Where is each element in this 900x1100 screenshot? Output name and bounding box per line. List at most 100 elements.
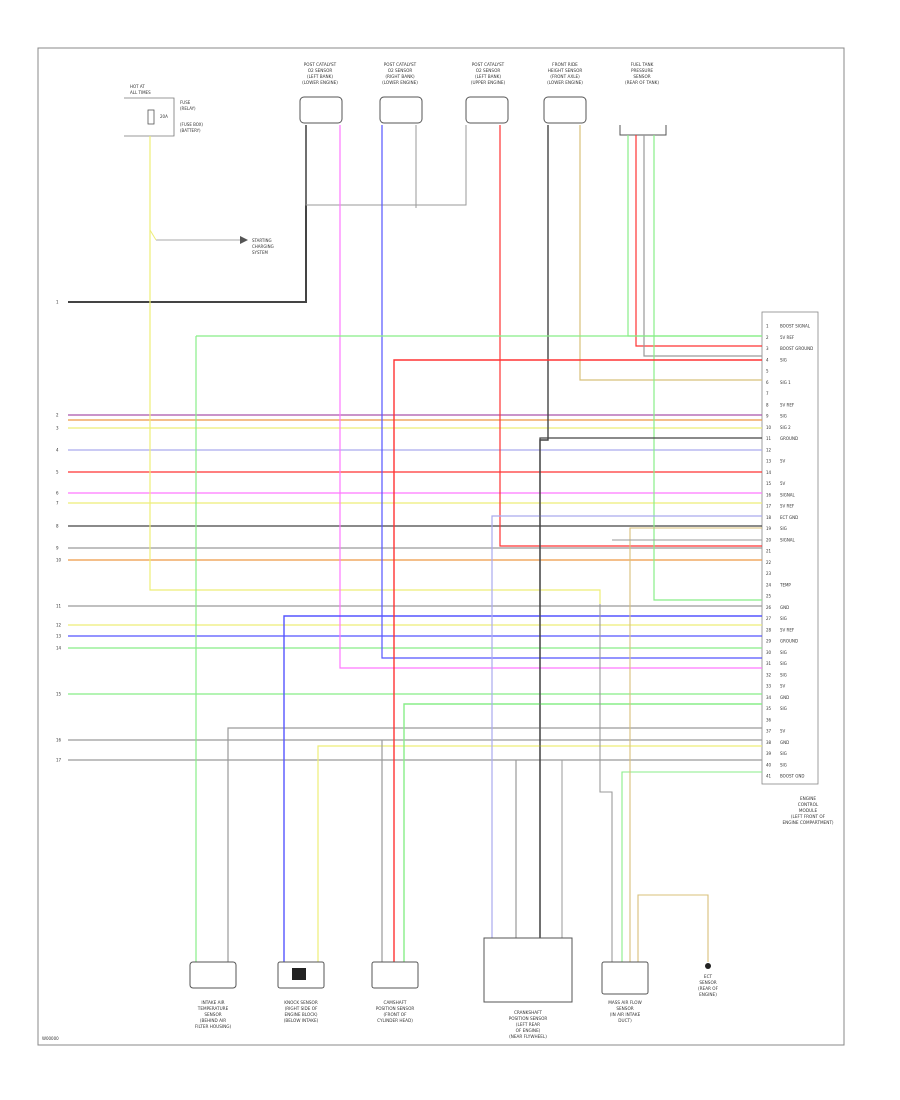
sensor-wire <box>403 703 762 962</box>
ecm-terminal-label: BOOST GND <box>780 774 804 779</box>
left-pin-number: 1 <box>56 300 59 305</box>
sensor-wire <box>539 437 762 938</box>
component-label: MASS AIR FLOW <box>608 1000 642 1005</box>
ecm-pin-number: 36 <box>766 717 772 722</box>
ecm-terminal-label: GROUND <box>780 436 798 441</box>
left-pin-number: 13 <box>56 634 62 639</box>
left-pin-number: 17 <box>56 758 62 763</box>
ecm-label: ENGINE <box>800 796 816 801</box>
ecm-terminal-label: 5V <box>780 684 786 689</box>
ecm-pin-number: 19 <box>766 526 772 531</box>
bottom-component-4: CRANKSHAFT POSITION SENSOR (LEFT REAR OF… <box>483 937 573 1039</box>
component-label: O2 SENSOR <box>388 68 413 73</box>
ecm-pin-number: 41 <box>766 774 772 779</box>
ecm-terminal-label: 5V REF <box>780 402 795 407</box>
ecm-pin-number: 24 <box>766 582 772 587</box>
sensor-wire <box>599 604 613 962</box>
power-feed-wire <box>149 136 601 604</box>
ecm-pin-number: 10 <box>766 425 772 430</box>
sensor-box <box>483 937 573 1003</box>
component-label: (REAR OF TANK) <box>625 80 659 85</box>
ecm-terminal-label: SIG <box>780 706 787 711</box>
ecm-pin-number: 15 <box>766 481 772 486</box>
ref-label: CHARGING <box>252 244 274 249</box>
fuse-block: HOT AT ALL TIMES FUSE (RELAY) 20A (FUSE … <box>124 84 203 137</box>
component-label: FUEL TANK <box>631 62 654 67</box>
component-label: POST CATALYST <box>304 62 337 67</box>
sensor-box <box>189 961 237 989</box>
ecm-pin-number: 34 <box>766 695 772 700</box>
sensor-wire <box>227 727 762 962</box>
ecm-terminal-label: TEMP <box>779 582 791 587</box>
component-label: SENSOR <box>633 74 650 79</box>
ecm-terminal-label: GROUND <box>780 639 798 644</box>
component-label: TEMPERATURE <box>197 1006 229 1011</box>
sensor-wire <box>621 771 762 962</box>
component-label: (LEFT REAR <box>516 1022 540 1027</box>
ecm-terminal-label: SIG <box>780 661 787 666</box>
starting-charging-ref: STARTING CHARGING SYSTEM <box>156 236 274 255</box>
component-label: FILTER HOUSING) <box>195 1024 232 1029</box>
left-pin-number: 10 <box>56 558 62 563</box>
component-label: (LOWER ENGINE) <box>302 80 338 85</box>
bottom-component-3: CAMSHAFT POSITION SENSOR (FRONT OF CYLIN… <box>371 961 419 1023</box>
ecm-pin-number: 29 <box>766 639 772 644</box>
sensor-wire <box>305 125 467 206</box>
ground-wire <box>68 125 307 303</box>
top-component-2: POST CATALYST O2 SENSOR (RIGHT BANK) (LO… <box>379 62 423 124</box>
arrow-icon <box>240 236 248 244</box>
bottom-component-5: MASS AIR FLOW SENSOR (IN AIR INTAKE DUCT… <box>601 961 649 1023</box>
ecm-pin-number: 2 <box>766 335 769 340</box>
component-label: (LEFT BANK) <box>307 74 333 79</box>
component-label: HEIGHT SENSOR <box>548 68 583 73</box>
ecm-pin-number: 22 <box>766 560 772 565</box>
sensor-box <box>379 96 423 124</box>
sensor-bracket <box>619 125 667 136</box>
ecm-pin-number: 21 <box>766 549 772 554</box>
ecm-terminal-label: ECT GND <box>780 515 798 520</box>
top-component-5: FUEL TANK PRESSURE SENSOR (REAR OF TANK) <box>619 62 667 136</box>
component-label: POSITION SENSOR <box>376 1006 415 1011</box>
component-label: POST CATALYST <box>472 62 505 67</box>
component-label: (BELOW INTAKE) <box>284 1018 319 1023</box>
component-label: (RIGHT BANK) <box>385 74 415 79</box>
component-label: O2 SENSOR <box>476 68 501 73</box>
sensor-core <box>292 968 306 980</box>
sensor-wire <box>635 135 762 347</box>
fuse-label: ALL TIMES <box>130 90 151 95</box>
component-label: ENGINE) <box>699 992 717 997</box>
component-label: OF ENGINE) <box>516 1028 541 1033</box>
ecm-terminal-label: SIG <box>780 762 787 767</box>
ecm-label: CONTROL <box>798 802 819 807</box>
component-label: SENSOR <box>699 980 716 985</box>
ecm-pin-number: 28 <box>766 627 772 632</box>
ecm-terminal-label: SIG <box>780 616 787 621</box>
ecm-terminal-label: GND <box>780 695 789 700</box>
ecm-terminal-label: GND <box>780 740 789 745</box>
ecm-terminal-label: SIG <box>780 650 787 655</box>
ecm-terminal-label: 5V <box>780 459 786 464</box>
ecm-pin-number: 7 <box>766 391 769 396</box>
fuse-label: (BATTERY) <box>180 128 201 133</box>
ref-label: SYSTEM <box>252 250 268 255</box>
ecm-terminal-label: GND <box>780 605 789 610</box>
ecm-pin-number: 5 <box>766 369 769 374</box>
sensor-wire <box>637 894 709 962</box>
ecm-pin-number: 9 <box>766 414 769 419</box>
ecm-pin-number: 8 <box>766 402 769 407</box>
left-pin-number: 8 <box>56 524 59 529</box>
sensor-box <box>465 96 509 124</box>
ecm-label: MODULE <box>799 808 818 813</box>
ecm-terminal-label: 5V REF <box>780 627 795 632</box>
left-pin-number: 3 <box>56 426 59 431</box>
ecm-pin-number: 3 <box>766 346 769 351</box>
component-label: FRONT RIDE <box>552 62 578 67</box>
component-label: (BEHIND AIR <box>200 1018 226 1023</box>
ecm-pin-number: 32 <box>766 672 772 677</box>
ecm-terminal-label: SIG <box>780 357 787 362</box>
ecm-terminal-label: 5V REF <box>780 504 795 509</box>
component-label: PRESSURE <box>631 68 653 73</box>
ecm-pin-number: 1 <box>766 324 769 329</box>
